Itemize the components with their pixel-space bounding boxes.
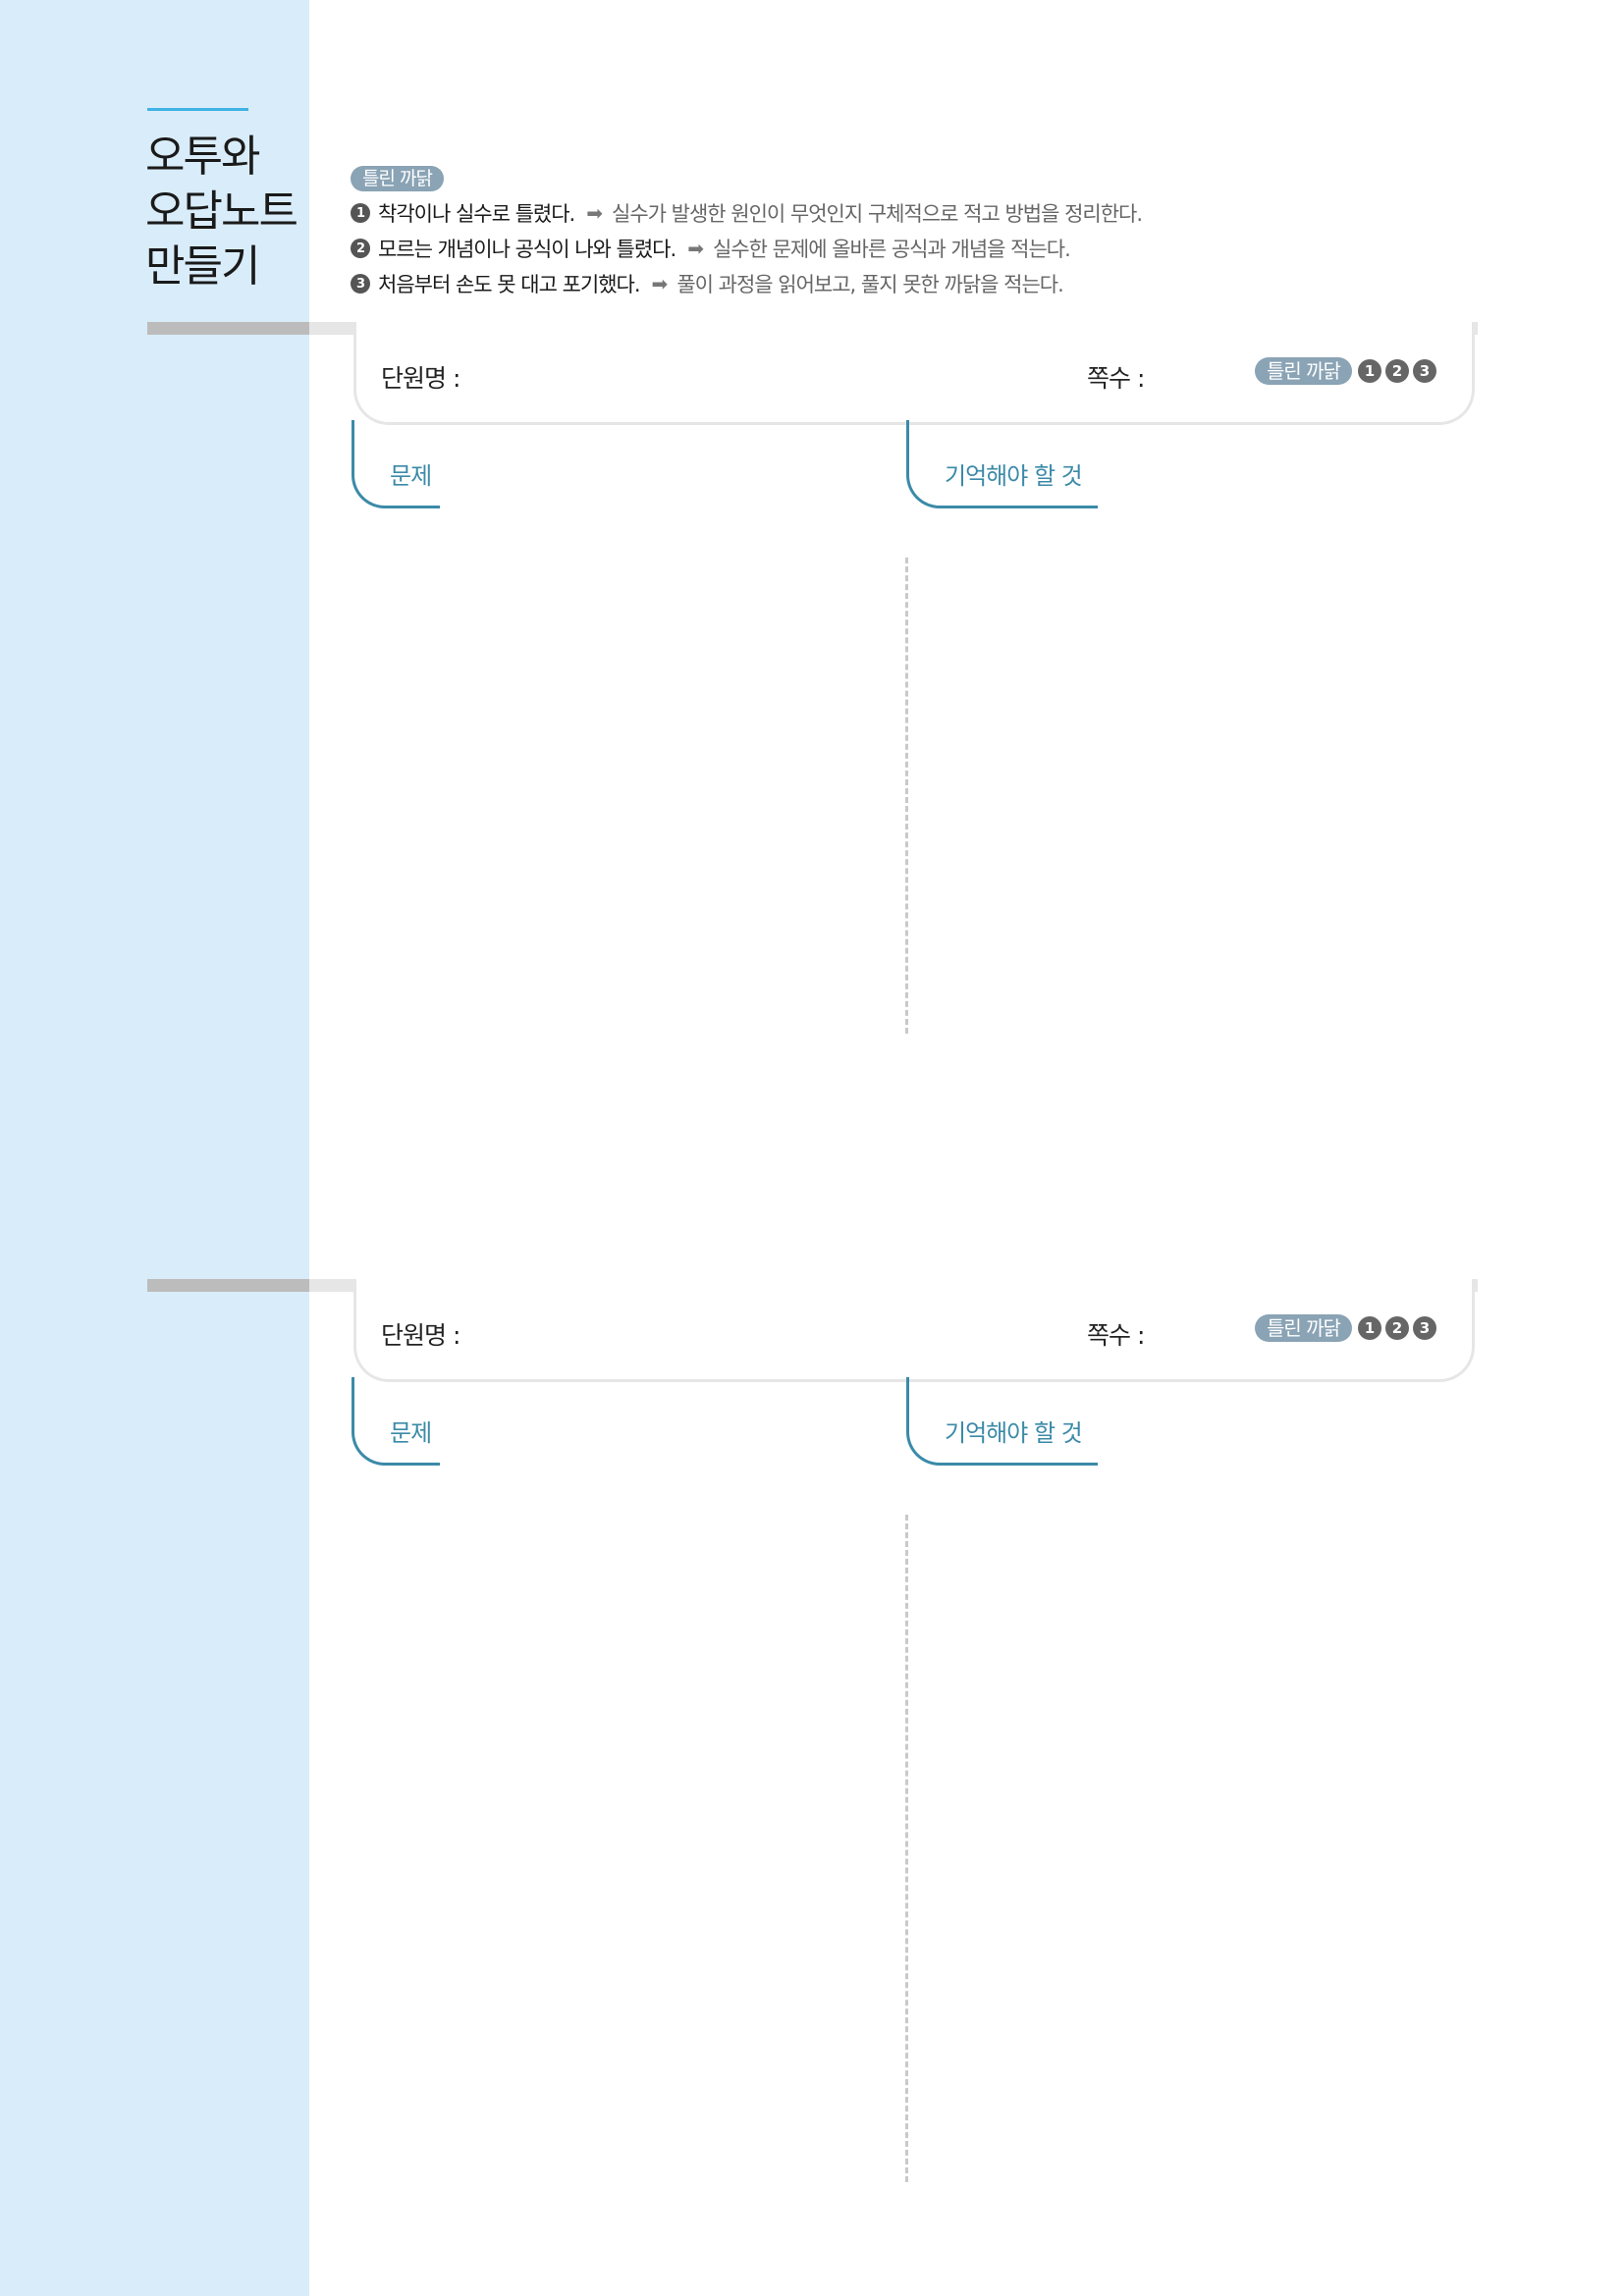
number-badge-1: 1 <box>351 203 370 223</box>
problem-label: 문제 <box>390 462 432 490</box>
legend-remedy: 실수한 문제에 올바른 공식과 개념을 적는다. <box>712 238 1071 261</box>
page-title-line: 오투와 <box>145 132 260 182</box>
legend-remedy: 풀이 과정을 읽어보고, 풀지 못한 까닭을 적는다. <box>677 273 1063 296</box>
sidebar-band <box>0 0 309 2296</box>
wrong-reason-selector: 틀린 까닭 1 2 3 <box>1255 1314 1440 1342</box>
memo-label: 기억해야 할 것 <box>945 462 1083 490</box>
legend-item: 3 처음부터 손도 못 대고 포기했다. ➡ 풀이 과정을 읽어보고, 풀지 못… <box>351 266 1529 301</box>
reason-option-3[interactable]: 3 <box>1412 1316 1436 1340</box>
legend-cause: 처음부터 손도 못 대고 포기했다. <box>378 273 641 296</box>
note-header: 단원명 : 쪽수 : 틀린 까닭 1 2 3 <box>353 322 1475 425</box>
reason-option-1[interactable]: 1 <box>1357 1316 1381 1340</box>
problem-column-label: 문제 <box>352 420 440 508</box>
wrong-reason-tag: 틀린 까닭 <box>1255 1314 1352 1342</box>
memo-label: 기억해야 할 것 <box>945 1419 1083 1447</box>
arrow-right-icon: ➡ <box>651 272 669 295</box>
memo-column-label: 기억해야 할 것 <box>906 420 1098 508</box>
arrow-right-icon: ➡ <box>687 237 704 260</box>
section-bar <box>147 1279 309 1292</box>
column-divider <box>905 1515 908 2182</box>
title-accent-line <box>147 108 248 111</box>
wrong-reason-tag: 틀린 까닭 <box>1255 357 1352 385</box>
page-count-field[interactable]: 쪽수 : <box>1087 364 1145 393</box>
problem-label: 문제 <box>390 1419 432 1447</box>
reason-option-1[interactable]: 1 <box>1357 359 1381 383</box>
legend-remedy: 실수가 발생한 원인이 무엇인지 구체적으로 적고 방법을 정리한다. <box>612 202 1143 226</box>
page-title-line: 만들기 <box>145 241 260 292</box>
memo-column-label: 기억해야 할 것 <box>906 1377 1098 1466</box>
wrong-reason-legend: 틀린 까닭 1 착각이나 실수로 틀렸다. ➡ 실수가 발생한 원인이 무엇인지… <box>351 162 1529 301</box>
legend-cause: 착각이나 실수로 틀렸다. <box>378 202 575 226</box>
unit-name-field[interactable]: 단원명 : <box>381 1321 460 1350</box>
page-title: 오투와 오답노트 만들기 <box>145 130 312 294</box>
wrong-reason-tag: 틀린 까닭 <box>351 166 444 191</box>
column-divider <box>905 558 908 1034</box>
number-badge-3: 3 <box>351 274 370 294</box>
legend-cause: 모르는 개념이나 공식이 나와 틀렸다. <box>378 238 677 261</box>
note-header: 단원명 : 쪽수 : 틀린 까닭 1 2 3 <box>353 1279 1475 1382</box>
unit-name-field[interactable]: 단원명 : <box>381 364 460 393</box>
page-title-line: 오답노트 <box>145 187 298 237</box>
reason-option-3[interactable]: 3 <box>1412 359 1436 383</box>
reason-option-2[interactable]: 2 <box>1384 359 1409 383</box>
section-bar <box>147 322 309 335</box>
legend-item: 2 모르는 개념이나 공식이 나와 틀렸다. ➡ 실수한 문제에 올바른 공식과… <box>351 231 1529 266</box>
number-badge-2: 2 <box>351 239 370 258</box>
arrow-right-icon: ➡ <box>586 201 603 225</box>
page-count-field[interactable]: 쪽수 : <box>1087 1321 1145 1350</box>
problem-column-label: 문제 <box>352 1377 440 1466</box>
legend-item: 1 착각이나 실수로 틀렸다. ➡ 실수가 발생한 원인이 무엇인지 구체적으로… <box>351 195 1529 231</box>
wrong-reason-selector: 틀린 까닭 1 2 3 <box>1255 357 1440 385</box>
reason-option-2[interactable]: 2 <box>1384 1316 1409 1340</box>
